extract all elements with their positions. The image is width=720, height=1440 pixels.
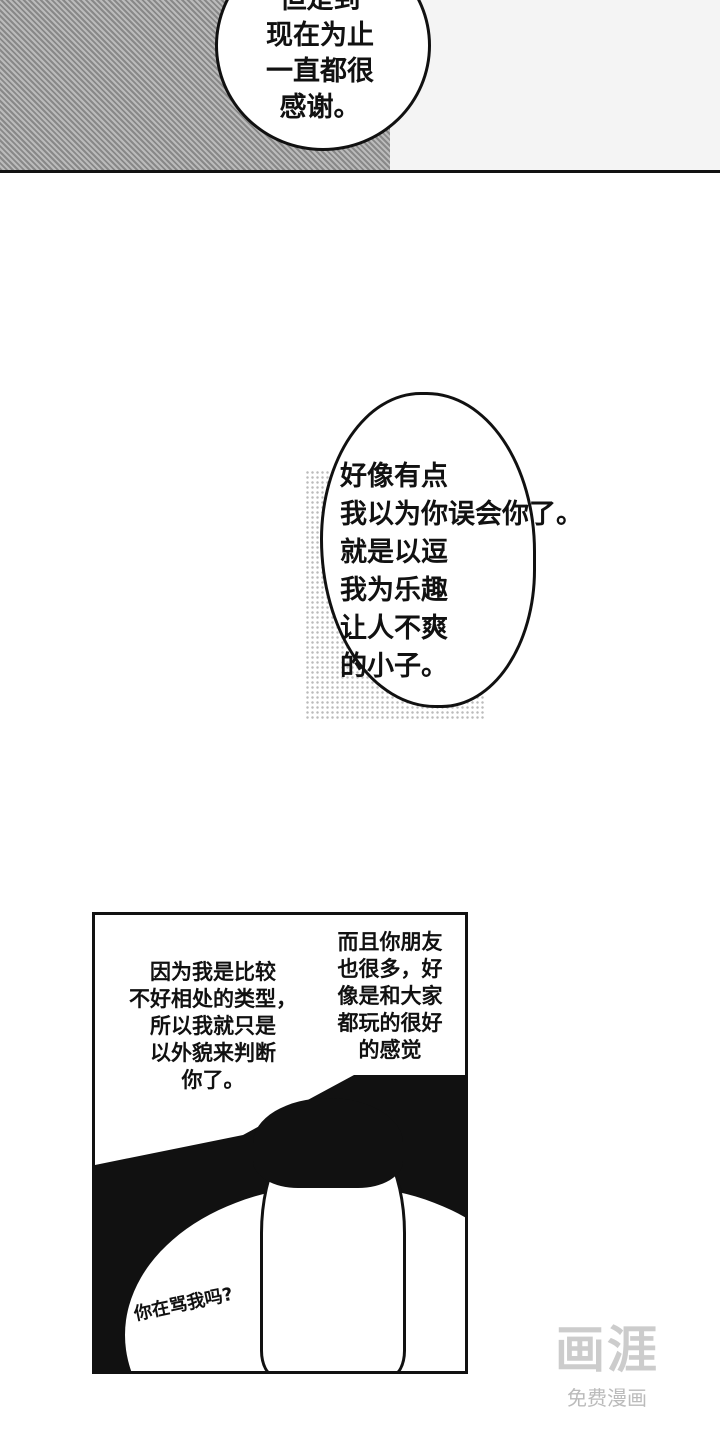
right-caption: 而且你朋友 也很多，好 像是和大家 都玩的很好 的感觉: [337, 930, 443, 1062]
character-hair: [253, 1098, 403, 1188]
speech-bubble-middle: [320, 392, 536, 708]
watermark-logo: 画涯: [555, 1321, 659, 1379]
panel-top: 但是到 现在为止 一直都很 感谢。: [0, 0, 720, 173]
watermark-caption: 免费漫画: [567, 1386, 647, 1410]
character-figure: [253, 1098, 406, 1371]
bubble-middle-text: 好像有点 我以为你误会你了。 就是以逗 我为乐趣 让人不爽 的小子。: [340, 461, 583, 682]
left-caption: 因为我是比较 不好相处的类型， 所以我就只是 以外貌来判断 你了。: [129, 960, 297, 1092]
bubble-top-text: 但是到 现在为止 一直都很 感谢。: [266, 0, 374, 123]
panel-bottom: 因为我是比较 不好相处的类型， 所以我就只是 以外貌来判断 你了。 而且你朋友 …: [92, 912, 468, 1374]
watermark: 画涯 免费漫画: [555, 1310, 659, 1411]
shirt-art: [390, 0, 720, 170]
